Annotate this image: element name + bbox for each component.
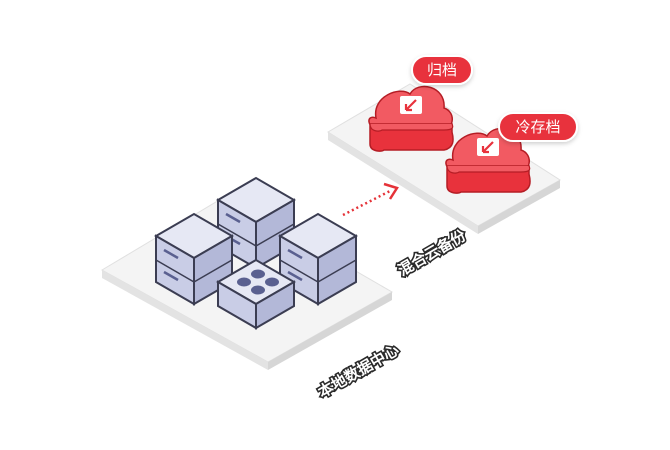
cold-archive-tag: 冷存档 (498, 112, 578, 142)
archive-tag: 归档 (411, 55, 473, 85)
network-switch-icon (216, 258, 296, 330)
local-datacenter-label: 本地数据中心 (315, 341, 402, 402)
hybrid-backup-label: 混合云备份 (395, 226, 470, 280)
cold-archive-label: 冷存档 (515, 118, 560, 136)
server-icon (154, 212, 234, 306)
cloud-archive-icon (368, 85, 454, 152)
archive-label: 归档 (427, 61, 457, 79)
dotted-arrow-icon (342, 182, 399, 217)
cloud-cold-archive-icon (445, 127, 531, 194)
